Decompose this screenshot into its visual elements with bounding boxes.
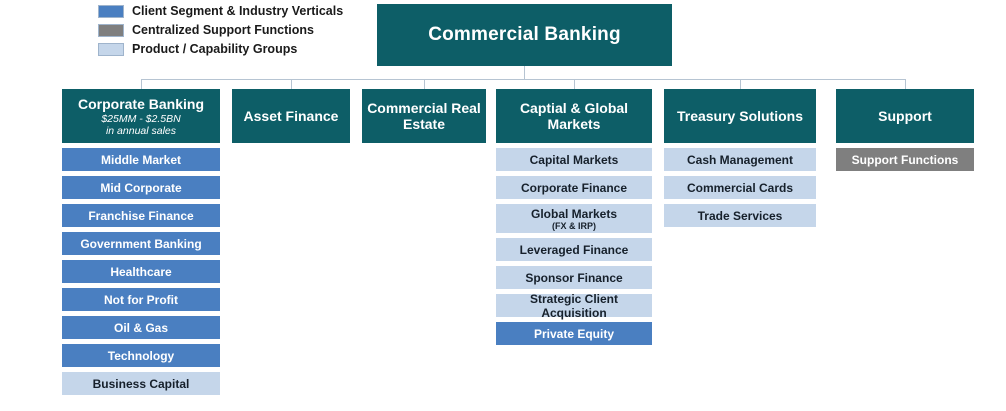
org-node[interactable]: Cash Management	[664, 148, 816, 171]
legend-item-product: Product / Capability Groups	[98, 40, 368, 59]
legend-label-product: Product / Capability Groups	[132, 42, 298, 56]
org-node-label: Mid Corporate	[100, 180, 182, 195]
connector-root-stem	[524, 66, 525, 80]
org-node[interactable]: Trade Services	[664, 204, 816, 227]
connector-drop-5	[740, 79, 741, 89]
org-node-label: Franchise Finance	[88, 208, 194, 223]
column-header-title: Support	[878, 108, 932, 124]
org-node[interactable]: Middle Market	[62, 148, 220, 171]
org-column: Asset Finance	[232, 89, 350, 143]
connector-drop-4	[574, 79, 575, 89]
org-node-label: Business Capital	[92, 376, 190, 391]
legend-label-support: Centralized Support Functions	[132, 23, 314, 37]
org-node[interactable]: Technology	[62, 344, 220, 367]
org-node[interactable]: Capital Markets	[496, 148, 652, 171]
connector-horizontal-bus	[141, 79, 906, 80]
legend-item-segment: Client Segment & Industry Verticals	[98, 2, 368, 21]
column-header-subtitle-qualifier: in annual sales	[105, 124, 177, 137]
column-header-title: Treasury Solutions	[676, 108, 804, 124]
org-node-label: Leveraged Finance	[519, 242, 629, 257]
column-header-subtitle-range: $25MM - $2.5BN	[101, 112, 181, 125]
column-header[interactable]: Commercial Real Estate	[362, 89, 486, 143]
column-header-title: Corporate Banking	[77, 95, 204, 112]
org-node-label: Middle Market	[100, 152, 181, 167]
org-column: Commercial Real Estate	[362, 89, 486, 143]
org-node-label: Technology	[107, 348, 175, 363]
org-node-label: Sponsor Finance	[525, 270, 623, 285]
org-node-label: Strategic Client Acquisition	[529, 291, 619, 320]
org-node-sublabel: (FX & IRP)	[552, 220, 596, 231]
org-node[interactable]: Healthcare	[62, 260, 220, 283]
org-node[interactable]: Government Banking	[62, 232, 220, 255]
org-node-label: Capital Markets	[529, 152, 619, 167]
org-node-label: Government Banking	[80, 236, 202, 251]
connector-drop-2	[291, 79, 292, 89]
org-node[interactable]: Corporate Finance	[496, 176, 652, 199]
org-node-label: Global Markets	[530, 206, 618, 221]
org-node-label: Healthcare	[110, 264, 172, 279]
org-node[interactable]: Support Functions	[836, 148, 974, 171]
org-node[interactable]: Mid Corporate	[62, 176, 220, 199]
legend-swatch-segment	[98, 5, 124, 18]
column-header-title: Commercial Real Estate	[367, 100, 481, 132]
org-node-label: Commercial Cards	[686, 180, 794, 195]
connector-drop-6	[905, 79, 906, 89]
org-node-label: Not for Profit	[104, 292, 178, 307]
legend-label-segment: Client Segment & Industry Verticals	[132, 4, 344, 18]
root-node-commercial-banking: Commercial Banking	[377, 4, 672, 66]
org-node[interactable]: Not for Profit	[62, 288, 220, 311]
legend-item-support: Centralized Support Functions	[98, 21, 368, 40]
column-header[interactable]: Asset Finance	[232, 89, 350, 143]
legend: Client Segment & Industry Verticals Cent…	[98, 2, 368, 59]
org-node[interactable]: Oil & Gas	[62, 316, 220, 339]
column-header-title: Asset Finance	[243, 108, 339, 124]
column-header-title: Captial & Global Markets	[519, 100, 629, 132]
org-node[interactable]: Business Capital	[62, 372, 220, 395]
org-node[interactable]: Franchise Finance	[62, 204, 220, 227]
legend-swatch-support	[98, 24, 124, 37]
org-node-label: Private Equity	[533, 326, 615, 341]
org-node-label: Support Functions	[851, 152, 959, 167]
org-node[interactable]: Leveraged Finance	[496, 238, 652, 261]
connector-drop-3	[424, 79, 425, 89]
root-node-label: Commercial Banking	[428, 24, 621, 45]
org-node[interactable]: Global Markets(FX & IRP)	[496, 204, 652, 233]
org-node[interactable]: Sponsor Finance	[496, 266, 652, 289]
legend-swatch-product	[98, 43, 124, 56]
column-header[interactable]: Support	[836, 89, 974, 143]
org-node[interactable]: Commercial Cards	[664, 176, 816, 199]
org-node-label: Cash Management	[686, 152, 794, 167]
org-node[interactable]: Strategic Client Acquisition	[496, 291, 652, 320]
org-node-label: Trade Services	[697, 208, 783, 223]
org-node-label: Corporate Finance	[520, 180, 628, 195]
connector-drop-1	[141, 79, 142, 89]
column-header[interactable]: Captial & Global Markets	[496, 89, 652, 143]
column-header[interactable]: Treasury Solutions	[664, 89, 816, 143]
org-node[interactable]: Private Equity	[496, 322, 652, 345]
org-node-label: Oil & Gas	[113, 320, 169, 335]
